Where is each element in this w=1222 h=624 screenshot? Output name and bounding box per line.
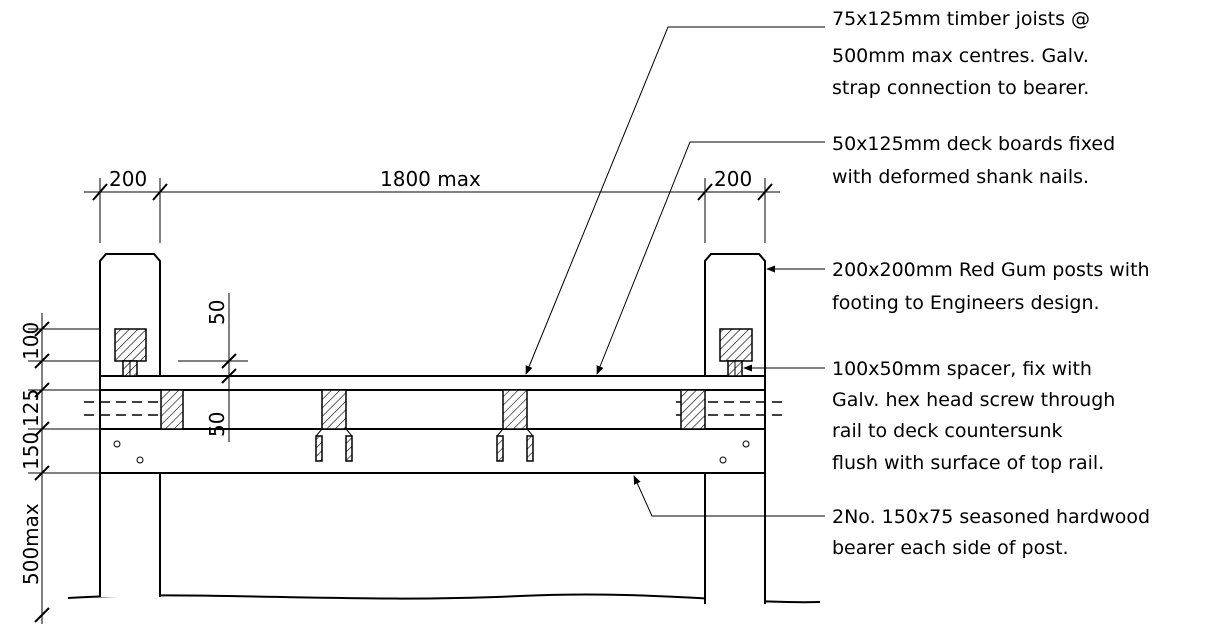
rail-dimensions [178, 293, 248, 442]
leader-joists [525, 26, 825, 375]
joist-section-3 [502, 389, 528, 430]
spacer-left [114, 328, 147, 362]
bearer [99, 428, 766, 474]
leader-bearer [633, 475, 825, 517]
bolt-hole [113, 440, 121, 448]
joist-section-2 [321, 389, 347, 430]
dim-rail-50-upper: 50 [205, 300, 229, 325]
leader-deck-boards [596, 141, 825, 375]
dim-vert-125: 125 [19, 389, 43, 427]
dim-vert-100: 100 [19, 322, 43, 360]
left-vertical-dimensions [28, 313, 100, 624]
dim-post-width-right: 200 [714, 167, 752, 191]
note-deck-boards: 50x125mm deck boards fixed with deformed… [832, 133, 1121, 188]
bolt-hole [742, 440, 750, 448]
dim-vert-150: 150 [19, 432, 43, 470]
bolt-hole [719, 456, 727, 464]
note-posts: 200x200mm Red Gum posts with footing to … [832, 259, 1156, 314]
deck-board [99, 375, 766, 391]
bolt-hole [136, 456, 144, 464]
galv-strap-2 [496, 428, 534, 462]
joist-section-1 [160, 389, 184, 430]
dim-post-width-left: 200 [109, 167, 147, 191]
dim-rail-50-lower: 50 [205, 412, 229, 437]
galv-strap-1 [315, 428, 353, 462]
joist-section-4 [680, 389, 706, 430]
top-dimensions [84, 178, 780, 243]
dim-vert-500: 500max [19, 503, 43, 585]
joist-band [99, 389, 766, 430]
note-spacer: 100x50mm spacer, fix with Galv. hex head… [832, 358, 1121, 474]
spacer-right [719, 328, 753, 362]
note-joists: 75x125mm timber joists @ 500mm max centr… [832, 8, 1096, 99]
note-bearer: 2No. 150x75 seasoned hardwood bearer eac… [832, 506, 1156, 559]
dim-bay-span: 1800 max [380, 167, 481, 191]
